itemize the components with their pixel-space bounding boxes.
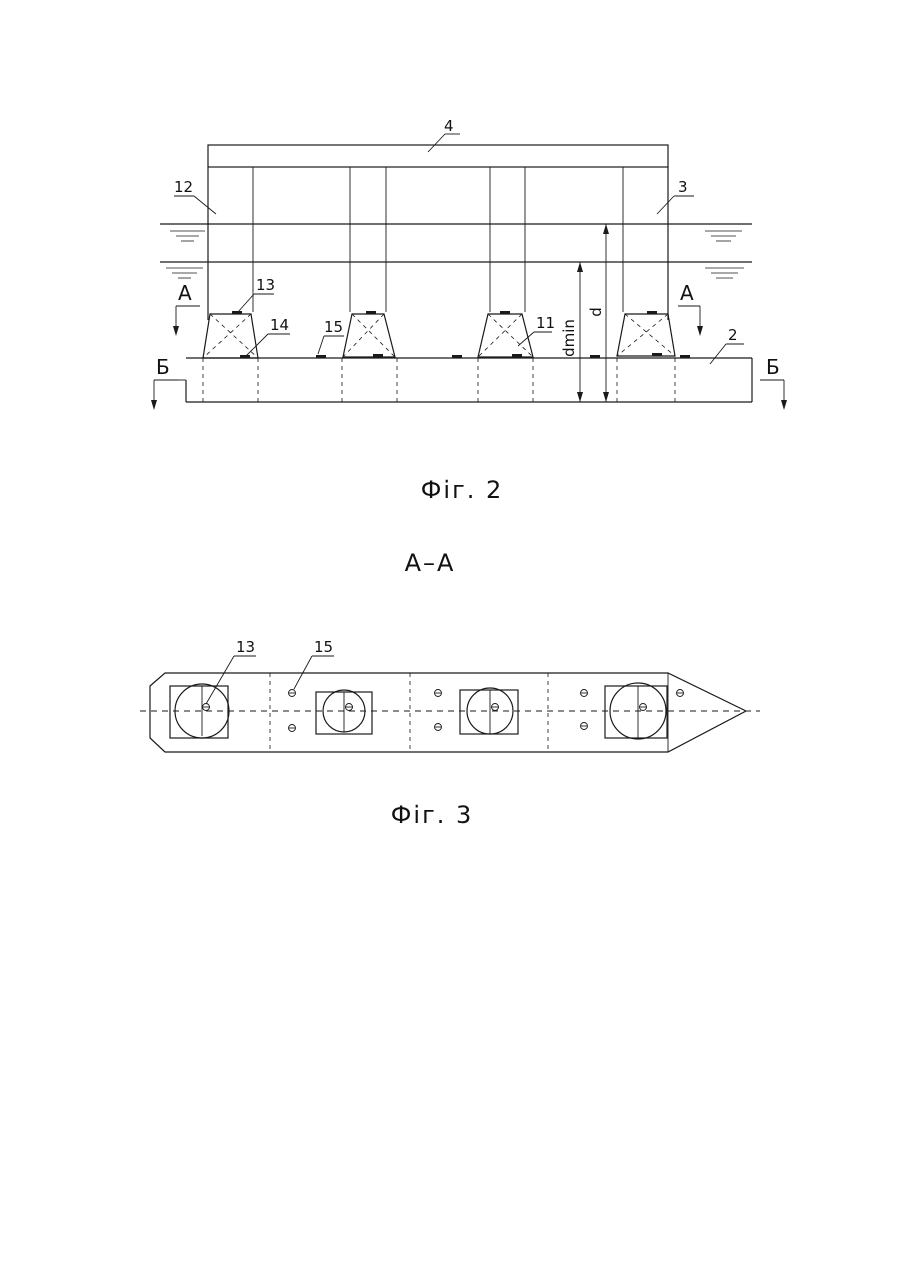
dimension-d: d: [587, 224, 609, 402]
section-label-a-right: А: [680, 281, 694, 305]
buoyancy-support-2: [343, 311, 395, 357]
hull-pontoon: [170, 358, 752, 402]
svg-text:2: 2: [728, 326, 738, 344]
callout-13: 13: [238, 276, 275, 312]
compartment-divisions: [270, 673, 548, 752]
callout-4: 4: [428, 117, 460, 152]
fig3-callout-13: 13: [206, 638, 256, 704]
fig3-callout-15: 15: [294, 638, 334, 689]
section-marker-a-left: А: [173, 281, 200, 336]
callout-15: 15: [318, 318, 344, 354]
callout-12: 12: [174, 178, 216, 214]
buoyancy-support-4: [617, 311, 675, 356]
buoyancy-support-3: [478, 311, 533, 357]
figure-3: 13 15 Фіг. 3: [140, 638, 760, 829]
column-footing-3: [460, 688, 518, 734]
svg-text:13: 13: [236, 638, 255, 656]
section-marker-b-left: Б: [151, 355, 178, 410]
hull-plan-outline: [150, 673, 746, 752]
svg-text:13: 13: [256, 276, 275, 294]
section-marker-a-right: А: [678, 281, 703, 336]
svg-text:12: 12: [174, 178, 193, 196]
figure-2: dmin d А А Б: [151, 117, 787, 504]
column-footing-2: [316, 690, 372, 734]
deck-structure: [208, 145, 668, 167]
section-marker-b-right: Б: [760, 355, 787, 410]
svg-text:11: 11: [536, 314, 555, 332]
svg-text:4: 4: [444, 117, 454, 135]
svg-text:15: 15: [324, 318, 343, 336]
svg-text:3: 3: [678, 178, 688, 196]
svg-text:14: 14: [270, 316, 289, 334]
section-label-a-left: А: [178, 281, 192, 305]
section-label-b-right: Б: [766, 355, 780, 379]
figure-2-caption: Фіг. 2: [421, 476, 503, 504]
figure-3-caption: Фіг. 3: [391, 801, 473, 829]
section-label-b-left: Б: [156, 355, 170, 379]
section-title: А–А: [405, 549, 456, 577]
dimension-label-d: d: [587, 307, 605, 317]
callout-3: 3: [657, 178, 694, 214]
buoyancy-support-1: [203, 311, 258, 358]
dimension-label-dmin: dmin: [560, 319, 578, 357]
support-columns: [253, 167, 623, 312]
dimension-dmin: dmin: [560, 262, 583, 402]
svg-text:15: 15: [314, 638, 333, 656]
